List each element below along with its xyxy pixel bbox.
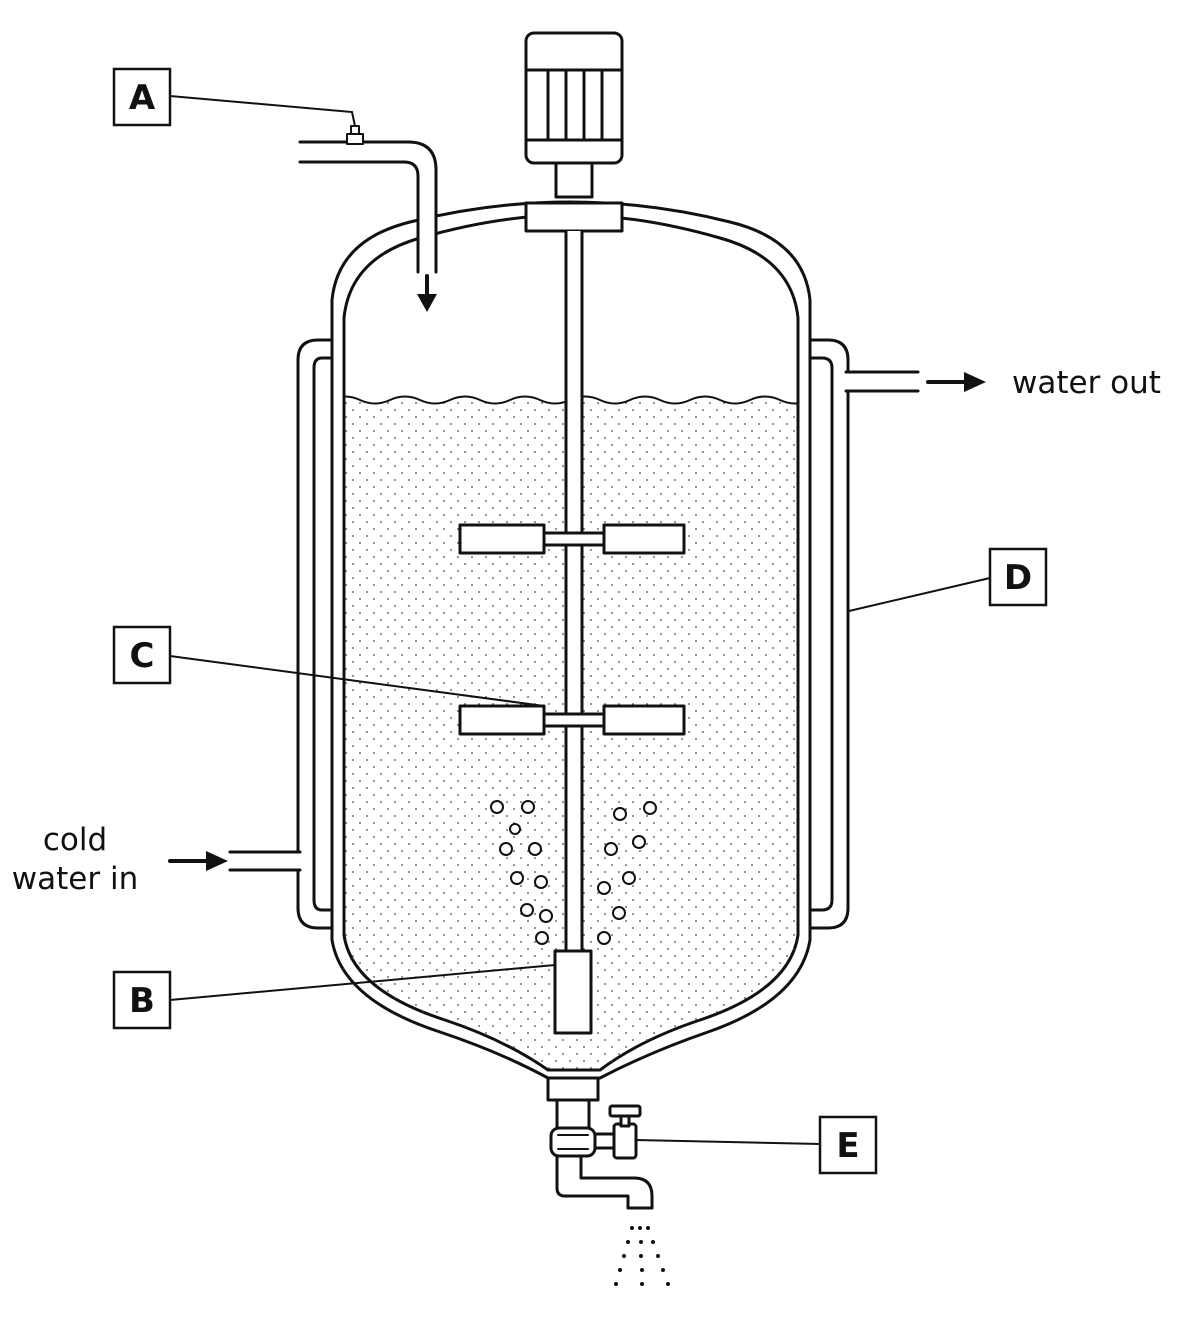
label-d: D [988,547,1048,607]
label-b-text: B [129,981,155,1021]
label-a-text: A [129,78,156,118]
nutrient-inlet-pipe [298,125,438,274]
inlet-flow-arrow [417,274,437,312]
outlet-tap [546,1076,654,1210]
impeller-upper [458,523,686,555]
label-e: E [818,1115,878,1175]
cold-water-in-label-line2: water in [12,861,138,897]
label-c-text: C [130,636,155,676]
cold-water-in-arrow [168,851,228,871]
stirrer-motor [524,31,624,233]
leader-lines [169,95,991,1145]
label-b: B [112,970,172,1030]
cooling-jacket [296,338,850,930]
inlet-valve [346,133,364,145]
outlet-spray [614,1226,670,1286]
air-sparger [553,949,593,1035]
label-c: C [112,625,172,685]
stirrer-shaft [564,229,584,953]
air-bubbles [490,800,657,945]
water-out-arrow [926,372,986,392]
label-d-text: D [1004,558,1032,598]
label-a: A [112,67,172,127]
cold-water-inlet-pipe [228,850,302,872]
water-out-label: water out [1012,365,1161,401]
label-e-text: E [836,1126,859,1166]
cold-water-in-label-line1: cold [43,822,107,858]
water-outlet-pipe [844,370,920,393]
impeller-lower [458,704,686,736]
